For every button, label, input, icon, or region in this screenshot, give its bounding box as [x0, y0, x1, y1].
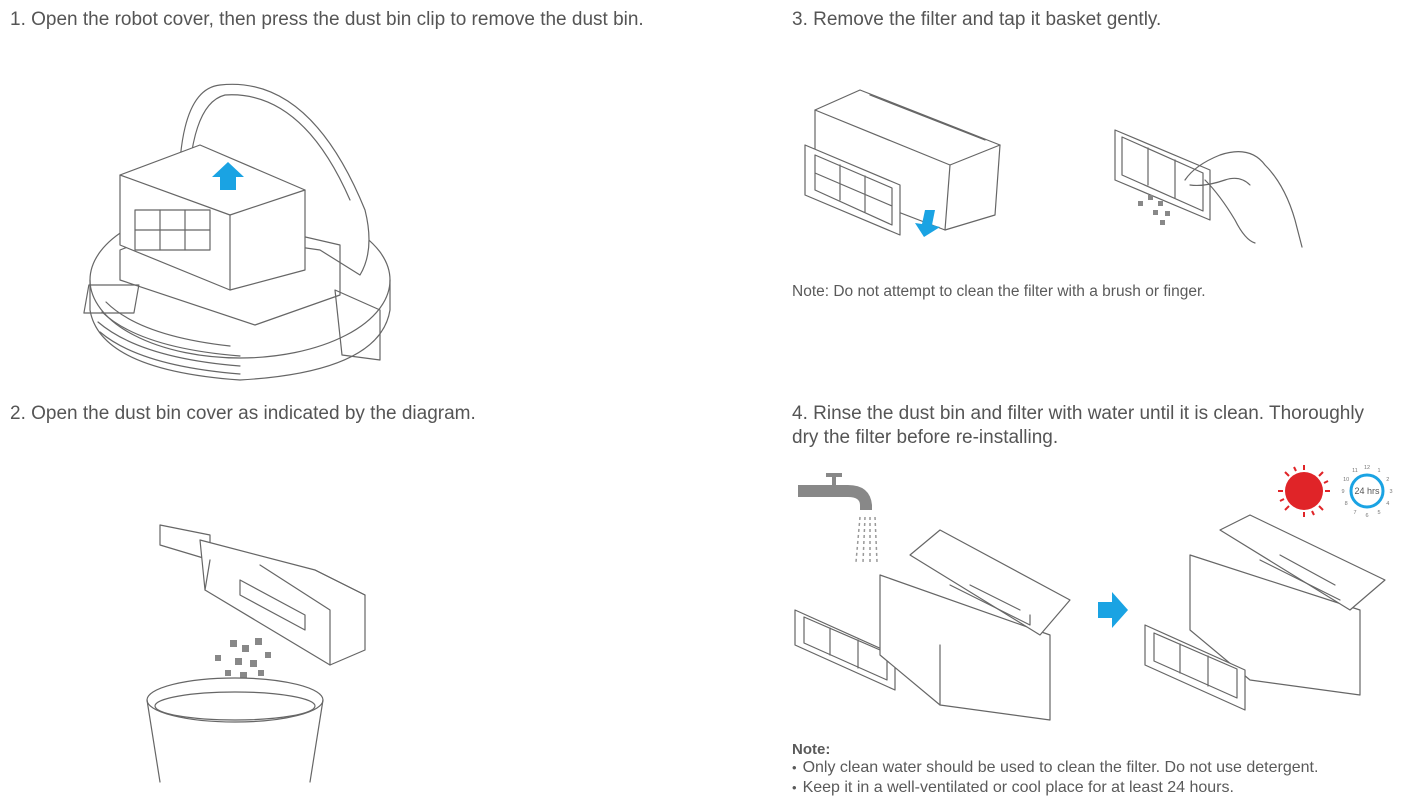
robot-dustbin-illustration	[83, 83, 391, 381]
clock-dial-number: 7	[1353, 510, 1356, 516]
note-bullet-1: Only clean water should be used to clean…	[792, 759, 1319, 777]
clock-dial-number: 5	[1377, 510, 1380, 516]
clock-dial-number: 8	[1345, 501, 1348, 507]
up-arrow-icon	[212, 162, 244, 190]
step-3-instruction: 3. Remove the filter and tap it basket g…	[792, 9, 1162, 30]
filter-tapping-illustration	[1114, 129, 1303, 248]
step-1-instruction: 1. Open the robot cover, then press the …	[10, 9, 644, 30]
rinsed-bin-illustration	[794, 529, 1071, 721]
clock-dial-number: 1	[1377, 468, 1380, 474]
reassembled-bin-illustration	[1144, 514, 1386, 711]
step-2-instruction: 2. Open the dust bin cover as indicated …	[10, 403, 476, 424]
clock-dial-number: 6	[1365, 513, 1368, 519]
clock-dial-number: 3	[1389, 489, 1392, 495]
clock-dial-number: 9	[1341, 489, 1344, 495]
step-3-note: Note: Do not attempt to clean the filter…	[792, 283, 1206, 300]
note-bullet-2: Keep it in a well-ventilated or cool pla…	[792, 779, 1234, 797]
clock-dial-number: 2	[1386, 477, 1389, 483]
right-arrow-icon	[1098, 592, 1128, 628]
faucet-icon	[798, 473, 872, 510]
filter-removal-illustration	[804, 89, 1001, 237]
step-4-instruction-line-1: 4. Rinse the dust bin and filter with wa…	[792, 403, 1365, 424]
clock-label: 24 hrs	[1354, 486, 1380, 496]
note-title: Note:	[792, 741, 831, 758]
clock-dial-number: 10	[1343, 477, 1349, 483]
dustbin-emptying-illustration	[146, 524, 366, 783]
clock-dial-number: 11	[1352, 468, 1358, 474]
down-arrow-icon	[915, 210, 940, 237]
step-4-instruction-line-2: dry the filter before re-installing.	[792, 427, 1059, 448]
sun-icon	[1278, 465, 1330, 517]
faucet-illustration	[798, 473, 878, 563]
clock-dial-number: 4	[1386, 501, 1389, 507]
clock-dial-number: 12	[1364, 465, 1370, 471]
